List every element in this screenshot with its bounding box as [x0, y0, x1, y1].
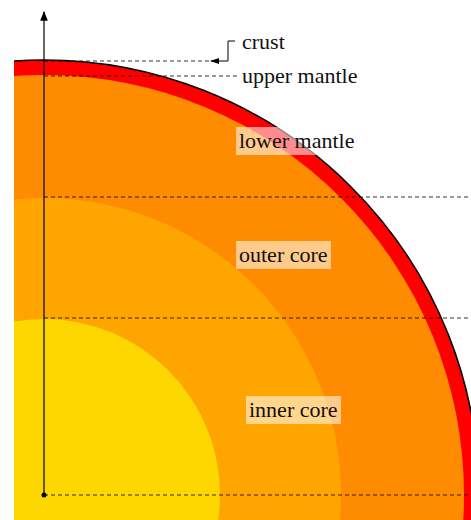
layer-label: outer core: [236, 241, 331, 269]
layer-label: inner core: [246, 396, 341, 424]
crust-band: [14, 60, 471, 520]
inner-core-region: [14, 319, 220, 520]
lower-mantle-region: [14, 75, 464, 520]
core-boundary-dashed-line: [44, 318, 471, 319]
layer-label: crust: [239, 28, 288, 56]
layer-label: upper mantle: [239, 62, 360, 90]
crust-dashed-line: [44, 61, 210, 62]
boundary-lines: [44, 61, 471, 495]
center-dashed-line: [44, 495, 471, 496]
layer-label: lower mantle: [236, 127, 357, 155]
surface-outline: [14, 60, 471, 520]
center-dot: [42, 493, 47, 498]
upper-mantle-dashed-line: [44, 76, 238, 77]
outer-core-region: [14, 198, 341, 520]
radius-axis: [43, 12, 44, 495]
crust-pointer-arrow: [211, 61, 228, 62]
mantle-core-dashed-line: [44, 197, 471, 198]
crust-leader-bracket: [228, 41, 235, 61]
earth-quarter: [14, 60, 471, 520]
